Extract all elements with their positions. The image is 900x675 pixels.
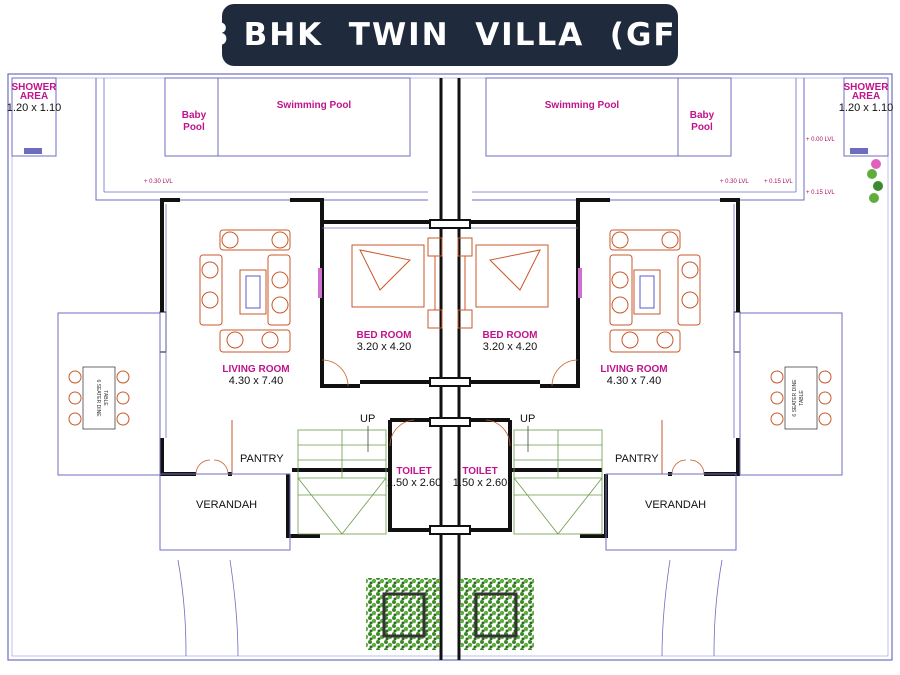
level-2-right: + 0.15 LVL xyxy=(764,179,793,185)
planter-right xyxy=(460,578,534,650)
dining-table-label-right: 6 SEATER DINE xyxy=(792,379,798,417)
stair-walls-right xyxy=(510,468,608,538)
living-furniture-left xyxy=(199,229,291,353)
living-room-size-right: 4.30 x 7.40 xyxy=(607,375,661,387)
bedroom-walls-right xyxy=(468,220,578,384)
bed-right xyxy=(457,237,549,329)
shower-size-left: 1.20 x 1.10 xyxy=(7,102,61,114)
party-wall xyxy=(439,78,461,660)
site-boundary-inner xyxy=(11,77,889,657)
living-room-label-left: LIVING ROOM xyxy=(222,364,289,375)
toilet-size-right: 1.50 x 2.60 xyxy=(453,477,507,489)
toilet-label-left: TOILET xyxy=(396,466,431,477)
dining-table-label-left-2: TABLE xyxy=(102,390,108,406)
verandah-left xyxy=(159,473,291,551)
level-1-right: + 0.30 LVL xyxy=(720,179,749,185)
shower-size-right: 1.20 x 1.10 xyxy=(839,102,893,114)
dining-table-label-left: 6 SEATER DINE xyxy=(95,379,101,417)
baby-pool-label-left-2: Pool xyxy=(183,122,205,133)
swimming-pool-right xyxy=(485,77,679,157)
shower-area-label-right: AREA xyxy=(852,91,880,102)
living-room-walls-left xyxy=(160,198,360,476)
plants-right xyxy=(867,159,883,203)
verandah-right xyxy=(605,473,737,551)
baby-pool-label-right: Baby xyxy=(690,110,715,121)
central-columns xyxy=(429,219,471,535)
stairs-right xyxy=(513,429,603,535)
bed-left xyxy=(351,237,443,329)
toilet-size-left: 1.50 x 2.60 xyxy=(387,477,441,489)
stairs-left xyxy=(297,429,387,535)
swimming-pool-left xyxy=(217,77,411,157)
shower-area-label-left: AREA xyxy=(20,91,48,102)
living-furniture-right xyxy=(609,229,701,353)
planter-left xyxy=(366,578,440,650)
living-room-label-right: LIVING ROOM xyxy=(600,364,667,375)
baby-pool-right xyxy=(677,77,732,157)
stairs-up-label-left: UP xyxy=(360,413,375,425)
level-0-right: + 0.00 LVL xyxy=(806,137,835,143)
stair-walls-left xyxy=(286,468,390,538)
level-label-left: + 0.30 LVL xyxy=(144,179,173,185)
baby-pool-label-left: Baby xyxy=(182,110,207,121)
dining-area-left xyxy=(57,312,161,476)
pool-label-right: Swimming Pool xyxy=(545,100,620,111)
level-3-right: + 0.15 LVL xyxy=(806,190,835,196)
living-room-walls-right xyxy=(540,198,740,476)
pantry-label-left: PANTRY xyxy=(240,453,284,465)
stairs-up-label-right: UP xyxy=(520,413,535,425)
site-boundary xyxy=(7,73,893,661)
bedroom-walls-left xyxy=(322,220,432,384)
pantry-label-right: PANTRY xyxy=(615,453,659,465)
shower-label-right: SHOWER xyxy=(844,82,890,93)
right-villa: SHOWER AREA 1.20 x 1.10 Swimming Pool Ba… xyxy=(453,77,893,657)
pool-label-left: Swimming Pool xyxy=(277,100,352,111)
verandah-label-left: VERANDAH xyxy=(196,499,257,511)
dining-table-label-right-2: TABLE xyxy=(799,390,805,406)
shower-area-left xyxy=(11,77,57,157)
living-room-size-left: 4.30 x 7.40 xyxy=(229,375,283,387)
verandah-label-right: VERANDAH xyxy=(645,499,706,511)
toilet-label-right: TOILET xyxy=(462,466,497,477)
left-villa: SHOWER AREA 1.20 x 1.10 Baby Pool Swimmi… xyxy=(7,77,443,657)
shower-area-right xyxy=(843,77,889,157)
bedroom-label-right: BED ROOM xyxy=(483,330,538,341)
title-banner: 3 BHK TWIN VILLA (GF) xyxy=(207,4,691,66)
bedroom-size-left: 3.20 x 4.20 xyxy=(357,341,411,353)
baby-pool-label-right-2: Pool xyxy=(691,122,713,133)
dining-table-right: 6 SEATER DINE TABLE xyxy=(770,366,832,430)
shower-bench-left xyxy=(24,148,42,154)
dining-table-left: 6 SEATER DINE TABLE xyxy=(68,366,130,430)
bedroom-label-left: BED ROOM xyxy=(357,330,412,341)
dining-area-right xyxy=(739,312,843,476)
plan-title: 3 BHK TWIN VILLA (GF) xyxy=(207,17,693,53)
bedroom-size-right: 3.20 x 4.20 xyxy=(483,341,537,353)
shower-label-left: SHOWER xyxy=(12,82,58,93)
